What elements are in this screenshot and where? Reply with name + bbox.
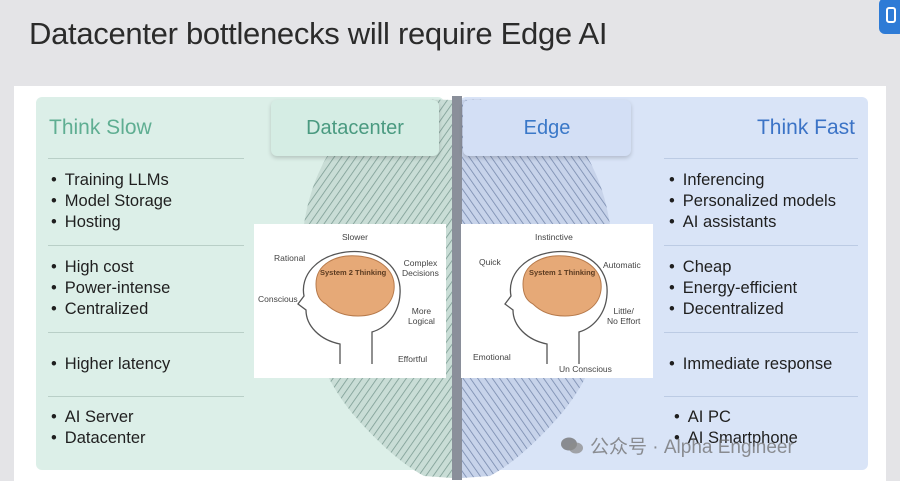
right-group-4: AI PC AI Smartphone (674, 407, 798, 449)
slide-canvas: Think Slow Think Fast Datacenter Edge Tr… (14, 86, 886, 481)
list-item: Model Storage (51, 191, 172, 212)
diagram-label: Un Conscious (559, 364, 612, 374)
left-divider-1 (48, 158, 244, 159)
diagram-label-line: More (411, 306, 432, 316)
watermark: 公众号 · Alpha Engineer (560, 432, 794, 459)
left-group-2: High cost Power-intense Centralized (51, 257, 170, 320)
diagram-label: Automatic (603, 260, 641, 270)
list-item: Training LLMs (51, 170, 172, 191)
app-window-icon[interactable] (879, 0, 900, 34)
diagram-label: Slower (342, 232, 368, 242)
left-group-3: Higher latency (51, 354, 170, 375)
think-fast-title: Think Fast (756, 116, 855, 139)
list-item: AI PC (674, 407, 798, 428)
list-item: AI Server (51, 407, 146, 428)
think-slow-title: Think Slow (49, 116, 152, 139)
diagram-center-label: System 1 Thinking (529, 268, 596, 277)
diagram-center-label: System 2 Thinking (320, 268, 387, 277)
list-item: Immediate response (669, 354, 833, 375)
diagram-label: Quick (479, 257, 501, 267)
right-divider-1 (664, 158, 858, 159)
diagram-label: Emotional (473, 352, 511, 362)
list-item: High cost (51, 257, 170, 278)
left-divider-4 (48, 396, 244, 397)
list-item: AI Smartphone (674, 428, 798, 449)
diagram-label-line: Decisions (402, 268, 439, 278)
diagram-label-line: Complex (403, 258, 438, 268)
left-group-4: AI Server Datacenter (51, 407, 146, 449)
slide-title: Datacenter bottlenecks will require Edge… (29, 16, 608, 51)
left-divider-3 (48, 332, 244, 333)
edge-tab: Edge (463, 100, 631, 156)
diagram-label: Instinctive (535, 232, 573, 242)
right-group-2: Cheap Energy-efficient Decentralized (669, 257, 797, 320)
left-divider-2 (48, 245, 244, 246)
list-item: Inferencing (669, 170, 836, 191)
list-item: Datacenter (51, 428, 146, 449)
right-group-1: Inferencing Personalized models AI assis… (669, 170, 836, 233)
left-group-1: Training LLMs Model Storage Hosting (51, 170, 172, 233)
right-divider-3 (664, 332, 858, 333)
diagram-label: Complex Decisions (402, 258, 439, 278)
diagram-label-line: No Effort (607, 316, 641, 326)
list-item: Higher latency (51, 354, 170, 375)
list-item: Energy-efficient (669, 278, 797, 299)
right-divider-2 (664, 245, 858, 246)
head-profile-icon (297, 250, 401, 364)
diagram-label: More Logical (408, 306, 435, 326)
diagram-label-line: Little/ (613, 306, 634, 316)
list-item: Hosting (51, 212, 172, 233)
diagram-label-line: Logical (408, 316, 435, 326)
diagram-label: Effortful (398, 354, 428, 364)
diagram-label: Conscious (258, 294, 298, 304)
diagram-label: Rational (274, 253, 306, 263)
right-group-3: Immediate response (669, 354, 833, 375)
list-item: Centralized (51, 299, 170, 320)
datacenter-tab: Datacenter (271, 100, 439, 156)
watermark-text: 公众号 · Alpha Engineer (590, 437, 794, 458)
list-item: AI assistants (669, 212, 836, 233)
list-item: Power-intense (51, 278, 170, 299)
system-1-diagram: System 1 Thinking Instinctive Quick Auto… (461, 224, 653, 378)
wechat-icon (561, 437, 583, 453)
system-2-diagram: System 2 Thinking Slower Rational Comple… (254, 224, 446, 378)
list-item: Cheap (669, 257, 797, 278)
list-item: Personalized models (669, 191, 836, 212)
right-divider-4 (664, 396, 858, 397)
head-profile-icon (504, 250, 608, 364)
diagram-label: Little/ No Effort (607, 306, 640, 326)
list-item: Decentralized (669, 299, 797, 320)
